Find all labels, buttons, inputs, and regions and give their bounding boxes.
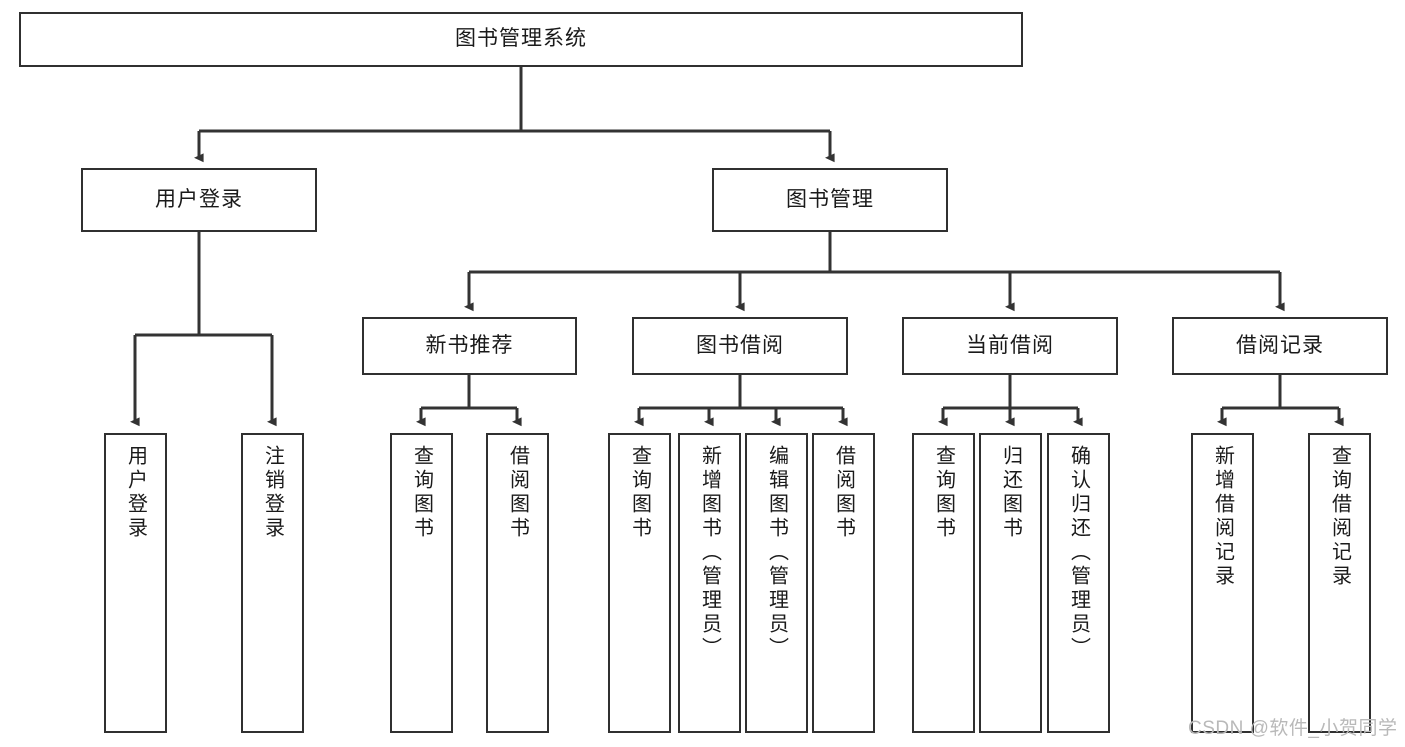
leaf-book-borrow-borrow-book[interactable]: 借阅图书 (812, 433, 875, 733)
leaf-label: 查询图书 (410, 445, 433, 541)
leaf-new-book-query-book[interactable]: 查询图书 (390, 433, 453, 733)
node-current-borrow[interactable]: 当前借阅 (902, 317, 1118, 375)
leaf-label: 归还图书 (999, 445, 1022, 541)
leaf-current-borrow-query-book[interactable]: 查询图书 (912, 433, 975, 733)
node-root-label: 图书管理系统 (455, 27, 587, 51)
leaf-user-login-login[interactable]: 用户登录 (104, 433, 167, 733)
leaf-book-borrow-add-book[interactable]: 新增图书（管理员） (678, 433, 741, 733)
leaf-current-borrow-return-book[interactable]: 归还图书 (979, 433, 1042, 733)
node-root[interactable]: 图书管理系统 (19, 12, 1023, 67)
node-borrow-record-label: 借阅记录 (1236, 333, 1324, 357)
leaf-label: 确认归还（管理员） (1067, 445, 1090, 661)
leaf-label: 编辑图书（管理员） (765, 445, 788, 661)
leaf-current-borrow-confirm-return[interactable]: 确认归还（管理员） (1047, 433, 1110, 733)
leaf-label: 注销登录 (261, 445, 284, 541)
leaf-borrow-record-add-record[interactable]: 新增借阅记录 (1191, 433, 1254, 733)
leaf-label: 新增图书（管理员） (698, 445, 721, 661)
leaf-label: 查询借阅记录 (1328, 445, 1351, 589)
node-book-management-label: 图书管理 (786, 187, 874, 211)
leaf-label: 新增借阅记录 (1211, 445, 1234, 589)
leaf-label: 用户登录 (124, 445, 147, 541)
node-user-login[interactable]: 用户登录 (81, 168, 317, 232)
node-user-login-label: 用户登录 (155, 187, 243, 211)
node-new-book-recommend[interactable]: 新书推荐 (362, 317, 577, 375)
leaf-label: 查询图书 (932, 445, 955, 541)
node-current-borrow-label: 当前借阅 (966, 333, 1054, 357)
leaf-user-login-logout[interactable]: 注销登录 (241, 433, 304, 733)
leaf-book-borrow-query-book[interactable]: 查询图书 (608, 433, 671, 733)
leaf-new-book-borrow-book[interactable]: 借阅图书 (486, 433, 549, 733)
leaf-book-borrow-edit-book[interactable]: 编辑图书（管理员） (745, 433, 808, 733)
leaf-label: 查询图书 (628, 445, 651, 541)
node-book-borrow-label: 图书借阅 (696, 333, 784, 357)
node-book-management[interactable]: 图书管理 (712, 168, 948, 232)
leaf-label: 借阅图书 (832, 445, 855, 541)
leaf-label: 借阅图书 (506, 445, 529, 541)
csdn-watermark: CSDN @软件_小贺同学 (1188, 718, 1398, 739)
leaf-borrow-record-query-record[interactable]: 查询借阅记录 (1308, 433, 1371, 733)
node-borrow-record[interactable]: 借阅记录 (1172, 317, 1388, 375)
node-book-borrow[interactable]: 图书借阅 (632, 317, 848, 375)
node-new-book-recommend-label: 新书推荐 (425, 333, 514, 357)
